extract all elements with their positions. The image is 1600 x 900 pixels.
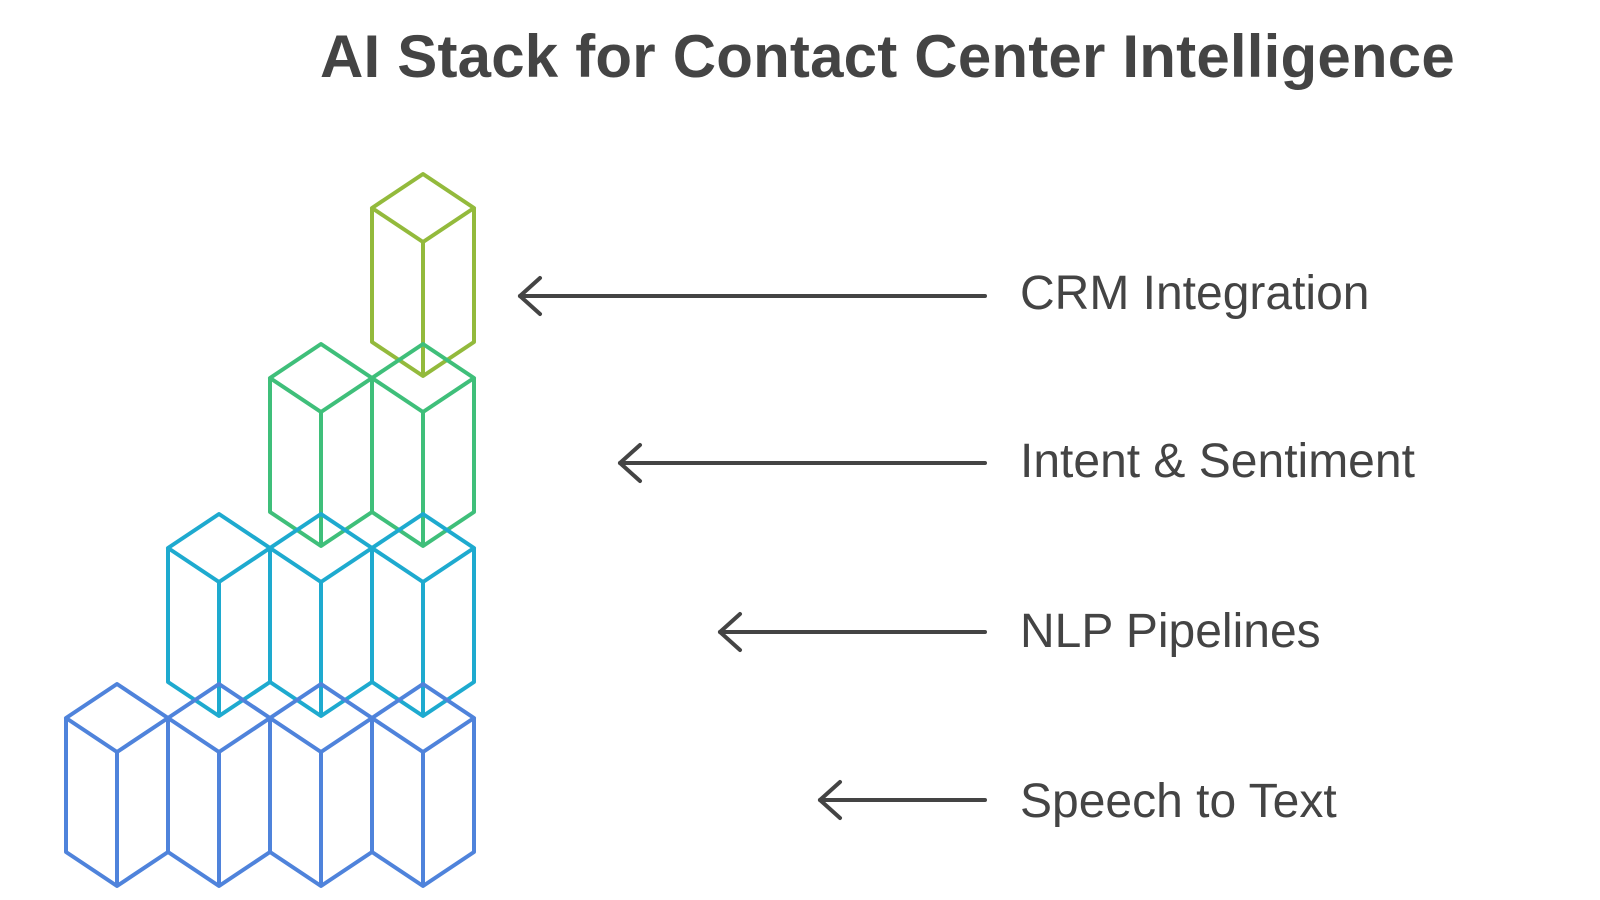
- diagram-title: AI Stack for Contact Center Intelligence: [320, 23, 1455, 90]
- layer-label-intent-sentiment: Intent & Sentiment: [1020, 435, 1415, 488]
- arrow-layer-4: [818, 780, 987, 820]
- cube-layer1-1: [370, 172, 476, 378]
- arrow-layer-2: [618, 443, 987, 483]
- cube-layer3-3: [370, 512, 476, 718]
- cube-layer2-2: [370, 342, 476, 548]
- arrow-layer-1: [518, 276, 987, 316]
- arrow-layer-3: [718, 612, 987, 652]
- layer-arrows: [518, 276, 987, 820]
- cube-layer4-1: [64, 682, 170, 888]
- layer-label-crm-integration: CRM Integration: [1020, 267, 1370, 320]
- layer-label-nlp-pipelines: NLP Pipelines: [1020, 605, 1321, 658]
- cube-pyramid: [64, 172, 476, 888]
- layer-label-speech-to-text: Speech to Text: [1020, 775, 1337, 828]
- cube-layer4-4: [370, 682, 476, 888]
